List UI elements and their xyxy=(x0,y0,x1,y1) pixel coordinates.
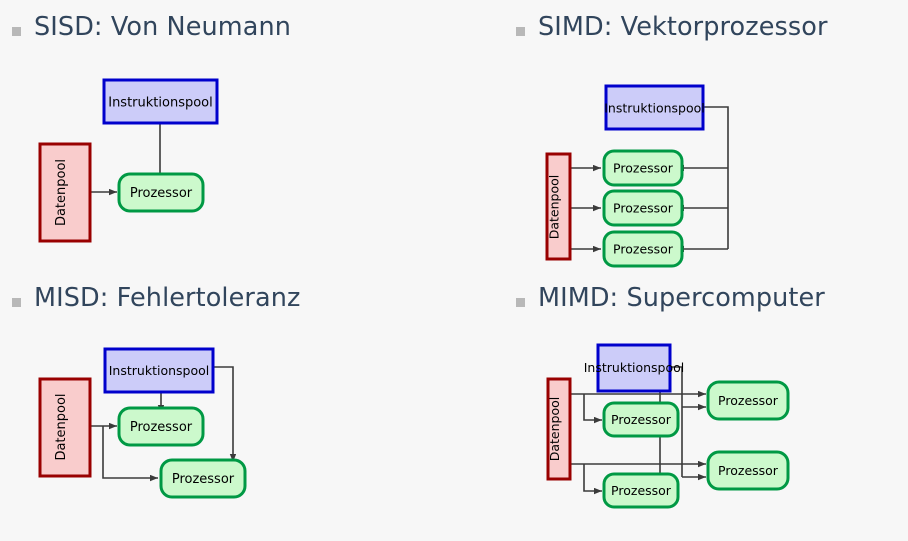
quadrant-simd: SIMD: Vektorprozessor xyxy=(454,0,908,270)
diagram-mimd: Instruktionspool Datenpool Prozessor Pro… xyxy=(454,315,908,541)
node-label-processor-4: Prozessor xyxy=(718,463,779,478)
quadrant-sisd: SISD: Von Neumann Instruktionspool xyxy=(0,0,454,270)
item-title-misd: MISD: Fehlertoleranz xyxy=(34,283,301,313)
connector-instruction-bus xyxy=(703,106,729,249)
bullet-square-icon xyxy=(12,27,21,36)
diagram-sisd: Instruktionspool Datenpool Prozessor xyxy=(0,44,454,270)
node-label-processor-2: Prozessor xyxy=(613,201,674,216)
bullet-square-icon xyxy=(516,298,525,307)
node-label-data-pool: Datenpool xyxy=(547,175,562,240)
list-item-simd: SIMD: Vektorprozessor xyxy=(454,0,908,44)
node-processor-2: Prozessor xyxy=(706,380,790,421)
node-label-processor-3: Prozessor xyxy=(611,483,672,498)
node-processor-4: Prozessor xyxy=(706,450,790,491)
connector-data-to-processor-1 xyxy=(583,394,602,424)
item-title-sisd: SISD: Von Neumann xyxy=(34,12,291,42)
node-label-processor-2: Prozessor xyxy=(172,472,235,487)
node-instruction-pool: Instruktionspool xyxy=(604,84,705,131)
connector-instruction-bus-outer xyxy=(670,366,683,477)
quadrant-misd: MISD: Fehlertoleranz xyxy=(0,271,454,541)
node-instruction-pool: Instruktionspool xyxy=(103,347,215,394)
node-label-processor-1: Prozessor xyxy=(130,420,193,435)
diagram-simd: Instruktionspool Datenpool Prozessor Pro… xyxy=(454,44,908,270)
node-label-processor-1: Prozessor xyxy=(611,412,672,427)
node-data-pool: Datenpool xyxy=(545,152,572,261)
node-processor-1: Prozessor xyxy=(117,172,205,213)
connector-instruction-to-processor-2 xyxy=(213,366,237,462)
list-item-mimd: MIMD: Supercomputer xyxy=(454,271,908,315)
node-label-processor-2: Prozessor xyxy=(718,393,779,408)
node-processor-3: Prozessor xyxy=(602,230,684,268)
node-label-data-pool: Datenpool xyxy=(547,397,562,462)
node-data-pool: Datenpool xyxy=(38,142,92,243)
node-processor-2: Prozessor xyxy=(159,458,247,499)
node-label-instruction-pool: Instruktionspool xyxy=(109,363,209,378)
node-processor-1: Prozessor xyxy=(602,401,680,438)
connector-data-to-processor-2 xyxy=(102,426,158,482)
node-label-data-pool: Datenpool xyxy=(54,159,69,226)
node-label-instruction-pool: Instruktionspool xyxy=(108,96,213,111)
item-title-mimd: MIMD: Supercomputer xyxy=(538,283,825,313)
node-label-data-pool: Datenpool xyxy=(54,393,69,460)
quadrant-mimd: MIMD: Supercomputer xyxy=(454,271,908,541)
node-processor-3: Prozessor xyxy=(602,472,680,509)
node-label-instruction-pool: Instruktionspool xyxy=(604,101,704,116)
node-label-processor-1: Prozessor xyxy=(130,186,193,201)
node-processor-2: Prozessor xyxy=(602,189,684,227)
node-label-instruction-pool: Instruktionspool xyxy=(584,360,684,375)
item-title-simd: SIMD: Vektorprozessor xyxy=(538,12,828,42)
node-label-processor-1: Prozessor xyxy=(613,161,674,176)
diagram-misd: Instruktionspool Datenpool Prozessor Pro… xyxy=(0,315,454,541)
node-data-pool: Datenpool xyxy=(546,377,572,481)
node-label-processor-3: Prozessor xyxy=(613,242,674,257)
node-instruction-pool: Instruktionspool xyxy=(584,343,684,393)
node-processor-1: Prozessor xyxy=(117,406,205,447)
node-instruction-pool: Instruktionspool xyxy=(102,78,219,125)
node-processor-1: Prozessor xyxy=(602,149,684,187)
list-item-misd: MISD: Fehlertoleranz xyxy=(0,271,454,315)
node-data-pool: Datenpool xyxy=(38,377,92,478)
list-item-sisd: SISD: Von Neumann xyxy=(0,0,454,44)
bullet-square-icon xyxy=(12,298,21,307)
connector-data-to-processor-3 xyxy=(583,464,602,495)
bullet-square-icon xyxy=(516,27,525,36)
